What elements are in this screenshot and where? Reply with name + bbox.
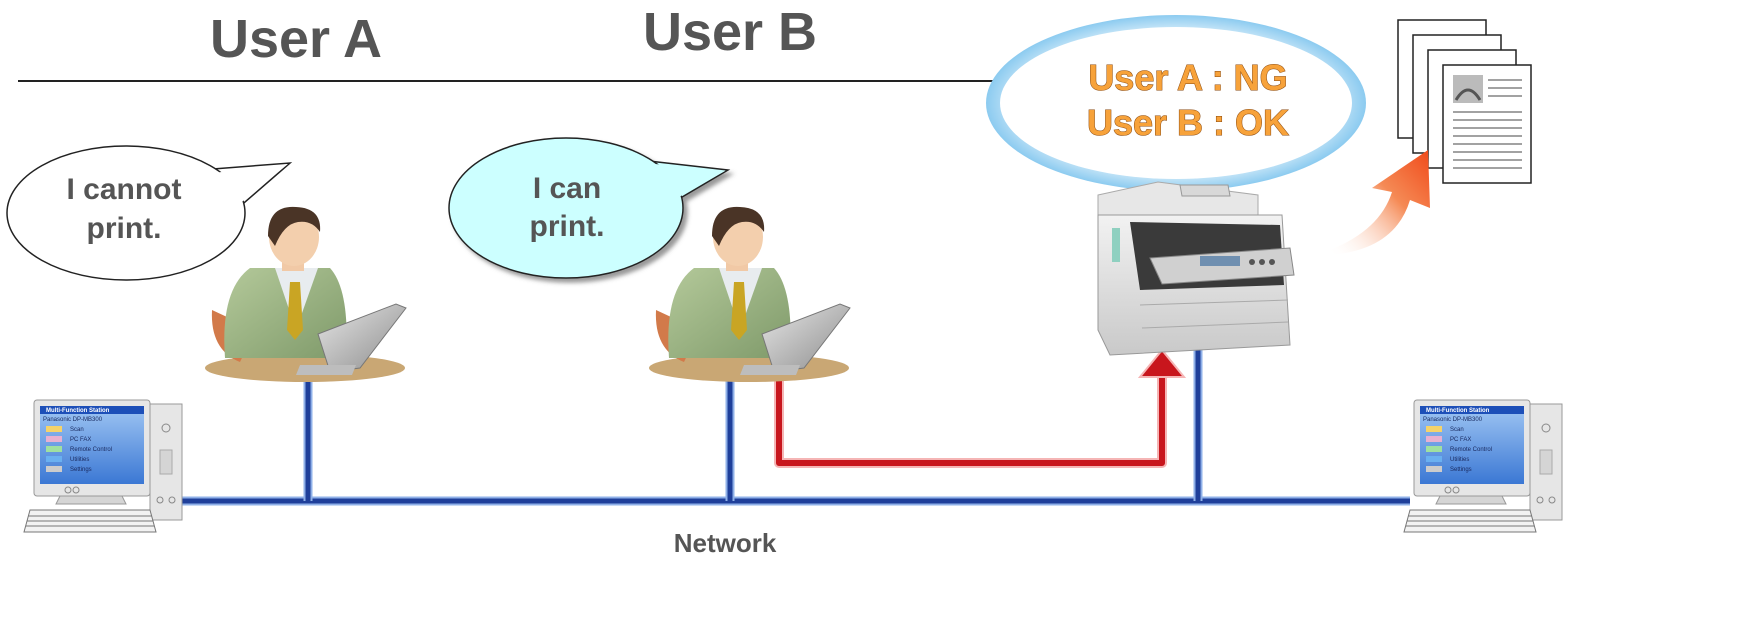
- screen-item-right-3: Remote Control: [1450, 447, 1492, 453]
- screen-title-right: Multi-Function Station: [1426, 408, 1490, 414]
- screen-item-left-5: Settings: [70, 467, 92, 473]
- print-path-arrow: [774, 348, 1187, 468]
- speech-bubble-user-a: I cannot print.: [6, 145, 293, 281]
- screen-model-right: Panasonic DP-MB300: [1423, 417, 1483, 423]
- bubble-b-line1: I can: [533, 172, 601, 205]
- printed-pages-icon: [1397, 19, 1532, 184]
- bubble-a-line1: I cannot: [66, 173, 181, 206]
- network-label: Network: [674, 528, 777, 558]
- network-lines: [182, 345, 1410, 506]
- screen-item-left-4: Utilities: [70, 457, 89, 463]
- speech-bubble-user-b: [448, 137, 731, 279]
- multifunction-printer-icon: [1097, 181, 1295, 356]
- screen-item-left-1: Scan: [70, 427, 84, 433]
- screen-item-right-1: Scan: [1450, 427, 1464, 433]
- user-a-title: User A: [210, 9, 382, 69]
- bubble-b-line2: print.: [530, 210, 605, 243]
- screen-title-left: Multi-Function Station: [46, 408, 110, 414]
- desktop-computer-left-icon: Multi-Function Station Panasonic DP-MB30…: [23, 399, 183, 533]
- bubble-a-line2: print.: [87, 212, 162, 245]
- output-arrow-icon: [1330, 150, 1430, 255]
- screen-item-right-2: PC FAX: [1450, 437, 1471, 443]
- person-user-b-icon: [649, 206, 851, 382]
- person-user-a-icon: [205, 206, 407, 382]
- screen-item-left-3: Remote Control: [70, 447, 112, 453]
- screen-model-left: Panasonic DP-MB300: [43, 417, 103, 423]
- screen-item-right-4: Utilities: [1450, 457, 1469, 463]
- status-user-a: User A : NG: [1088, 57, 1287, 98]
- printer-status-cloud: User A : NG User B : OK: [986, 15, 1366, 191]
- desktop-computer-right-icon: Multi-Function Station Panasonic DP-MB30…: [1403, 399, 1563, 533]
- screen-item-left-2: PC FAX: [70, 437, 91, 443]
- status-user-b: User B : OK: [1087, 102, 1289, 143]
- screen-item-right-5: Settings: [1450, 467, 1472, 473]
- user-b-title: User B: [643, 2, 817, 62]
